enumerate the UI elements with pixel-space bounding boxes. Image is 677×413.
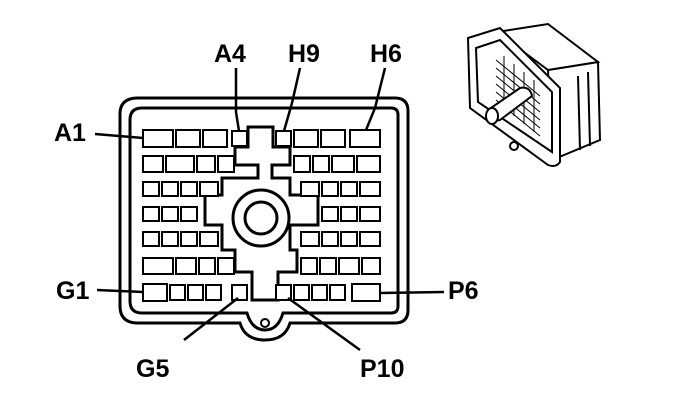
cavity-grid-left bbox=[142, 129, 248, 302]
leader-g1 bbox=[96, 288, 144, 294]
callout-h9: H9 bbox=[288, 40, 320, 68]
terminal-cavity bbox=[340, 231, 358, 247]
housing-inner-wall bbox=[128, 106, 400, 332]
terminal-cavity bbox=[198, 257, 216, 275]
iso-post-tip bbox=[485, 107, 499, 125]
terminal-cavity bbox=[169, 284, 186, 301]
callout-p10: P10 bbox=[360, 355, 404, 383]
terminal-cavity bbox=[361, 257, 381, 275]
terminal-cavity bbox=[349, 129, 381, 148]
terminal-cavity bbox=[142, 231, 160, 247]
terminal-cavity bbox=[231, 130, 248, 147]
callout-g1: G1 bbox=[56, 277, 89, 305]
leader-h6 bbox=[364, 67, 387, 131]
terminal-cavity bbox=[359, 206, 381, 222]
terminal-cavity bbox=[321, 231, 339, 247]
terminal-cavity bbox=[161, 231, 179, 247]
terminal-cavity bbox=[300, 181, 320, 197]
terminal-cavity bbox=[338, 257, 360, 275]
center-hub-inner bbox=[243, 200, 279, 236]
callout-a1: A1 bbox=[54, 119, 86, 147]
terminal-cavity bbox=[196, 155, 216, 173]
terminal-cavity bbox=[231, 284, 248, 301]
terminal-cavity bbox=[275, 284, 292, 301]
leader-g5 bbox=[183, 297, 239, 341]
body-top-face bbox=[494, 22, 601, 72]
housing-outer-wall bbox=[118, 96, 410, 342]
terminal-cavity bbox=[340, 206, 358, 222]
terminal-cavity bbox=[217, 257, 235, 275]
leader-a4 bbox=[234, 68, 241, 132]
callout-p6: P6 bbox=[448, 277, 479, 305]
terminal-cavity bbox=[199, 181, 219, 197]
terminal-cavity bbox=[340, 181, 358, 197]
terminal-cavity bbox=[142, 129, 174, 148]
terminal-cavity bbox=[359, 181, 381, 197]
terminal-cavity bbox=[359, 231, 381, 247]
terminal-cavity bbox=[161, 181, 179, 197]
callout-h6: H6 bbox=[370, 40, 402, 68]
terminal-cavity bbox=[217, 155, 235, 173]
leader-p10 bbox=[287, 296, 361, 352]
terminal-cavity bbox=[275, 130, 292, 147]
terminal-cavity bbox=[142, 206, 160, 222]
terminal-cavity bbox=[180, 206, 198, 222]
terminal-cavity bbox=[142, 257, 174, 275]
connector-isometric-view bbox=[466, 22, 602, 167]
terminal-cavity bbox=[293, 155, 311, 173]
terminal-cavity bbox=[180, 231, 198, 247]
terminal-cavity bbox=[312, 155, 330, 173]
terminal-cavity bbox=[199, 231, 219, 247]
terminal-cavity bbox=[205, 284, 222, 301]
terminal-cavity bbox=[202, 129, 228, 148]
cavity-grid-right bbox=[275, 129, 381, 302]
connector-housing bbox=[118, 96, 410, 342]
terminal-cavity bbox=[180, 181, 198, 197]
keying-notch bbox=[260, 318, 270, 328]
terminal-cavity bbox=[329, 284, 346, 301]
terminal-cavity bbox=[142, 181, 160, 197]
leader-p6 bbox=[380, 290, 445, 295]
terminal-cavity bbox=[142, 283, 168, 302]
iso-mount-hole bbox=[509, 141, 519, 151]
leader-h9 bbox=[282, 67, 302, 132]
terminal-cavity bbox=[319, 257, 337, 275]
terminal-cavity bbox=[175, 129, 201, 148]
terminal-cavity bbox=[293, 129, 319, 148]
terminal-cavity bbox=[321, 206, 339, 222]
terminal-cavity bbox=[320, 129, 346, 148]
terminal-cavity bbox=[161, 206, 179, 222]
terminal-cavity bbox=[331, 155, 355, 173]
terminal-cavity bbox=[165, 155, 195, 173]
body-edge bbox=[587, 71, 591, 147]
terminal-cavity bbox=[311, 284, 328, 301]
terminal-cavity bbox=[142, 155, 164, 173]
leader-lines bbox=[94, 67, 445, 352]
callout-g5: G5 bbox=[136, 355, 169, 383]
terminal-cavity bbox=[321, 181, 339, 197]
leader-a1 bbox=[94, 132, 144, 140]
terminal-cavity bbox=[351, 283, 381, 302]
terminal-cavity bbox=[300, 257, 318, 275]
terminal-cavity bbox=[187, 284, 204, 301]
terminal-cavity bbox=[293, 284, 310, 301]
body-edge bbox=[577, 75, 581, 151]
terminal-cavity bbox=[175, 257, 197, 275]
callout-a4: A4 bbox=[214, 40, 246, 68]
terminal-cavity bbox=[356, 155, 381, 173]
terminal-cavity bbox=[300, 231, 320, 247]
